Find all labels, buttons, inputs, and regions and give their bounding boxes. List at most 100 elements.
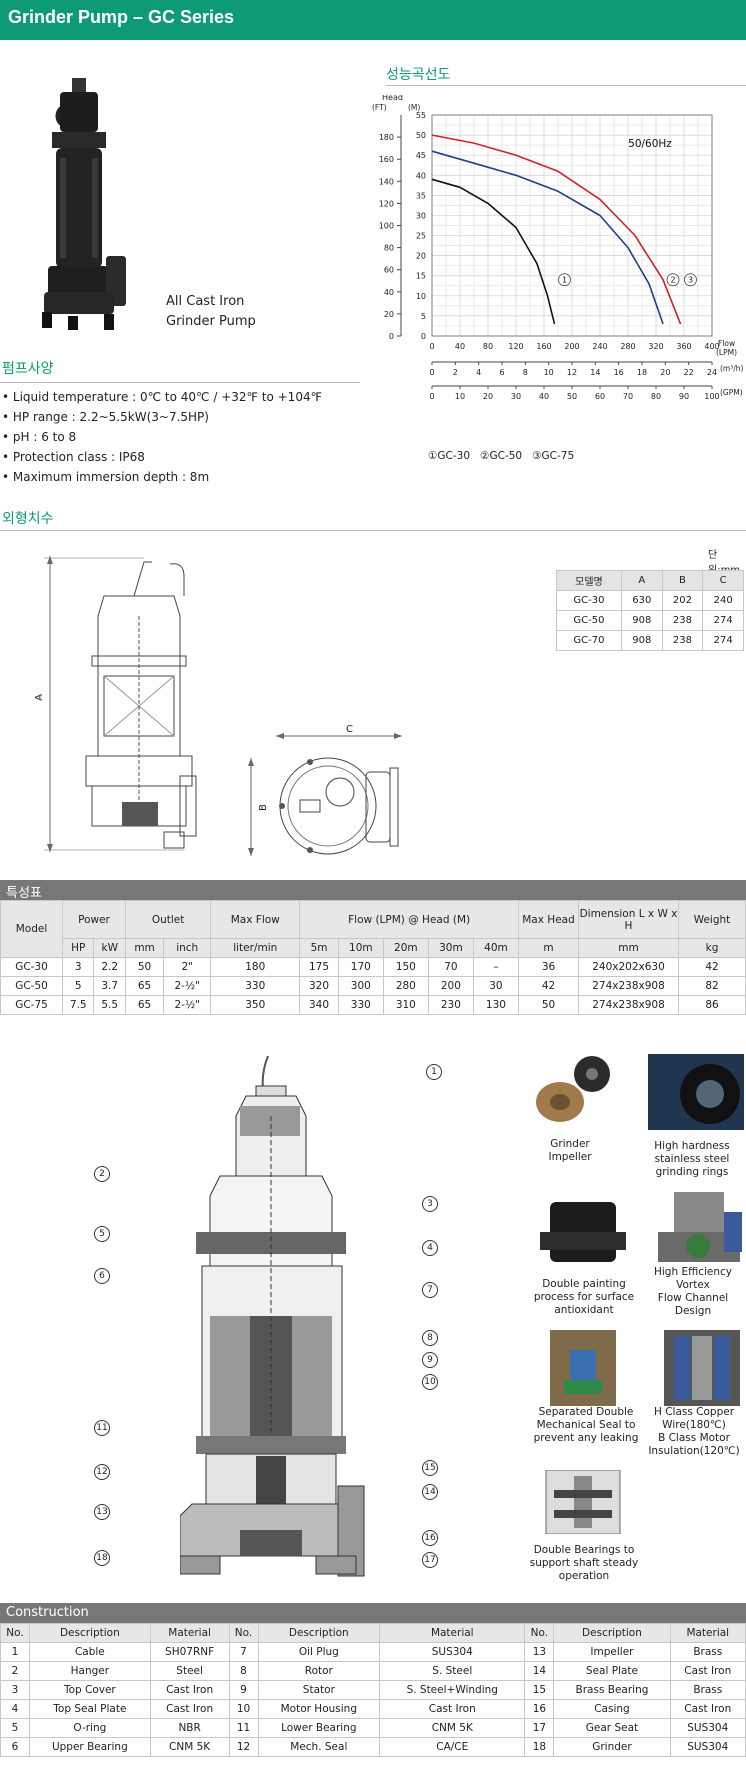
specs-section-title: 펌프사양	[2, 361, 54, 377]
callout-marker: 2	[94, 1166, 110, 1182]
construction-cell: CNM 5K	[149, 1737, 230, 1757]
construction-cell: Top Cover	[28, 1680, 151, 1700]
y-tick-label-ft: 80	[384, 244, 394, 253]
y-tick-label-m: 35	[416, 191, 426, 200]
feature-image-grinder-impeller	[536, 1056, 610, 1122]
chart-legend: ①GC-30 ②GC-50 ③GC-75	[428, 450, 574, 462]
y-tick-label-ft: 160	[379, 155, 394, 164]
legend-gc75: ③GC-75	[532, 450, 575, 462]
spec-head-dimension: Dimension L x W x H	[578, 900, 679, 939]
spec-cell: GC-50	[0, 976, 63, 996]
spec-sub-hp: HP	[61, 938, 95, 958]
construction-cell: Brass	[669, 1642, 746, 1662]
spec-temperature: • Liquid temperature : 0℃ to 40℃ / +32℉ …	[2, 390, 323, 404]
y-tick-label-ft: 40	[384, 288, 394, 297]
callout-marker: 14	[422, 1484, 438, 1500]
dim-cell: 908	[620, 610, 663, 631]
spec-ph: • pH : 6 to 8	[2, 430, 77, 444]
y-tick-label-m: 45	[416, 151, 426, 160]
x-tick-label-gpm: 100	[704, 392, 719, 401]
spec-cell: 230	[427, 995, 474, 1015]
y-tick-label-ft: 60	[384, 266, 394, 275]
construction-header: No.	[228, 1623, 259, 1643]
construction-cell: Mech. Seal	[257, 1737, 381, 1757]
construction-header: Description	[553, 1623, 671, 1643]
spec-table-band: 특성표	[0, 880, 746, 901]
y-tick-label-m: 10	[416, 292, 426, 301]
x-tick-label-m3h: 8	[523, 368, 528, 377]
dim-header-b: B	[661, 570, 704, 591]
feature-image-copper-wire	[664, 1330, 740, 1406]
series-marker-3	[684, 273, 697, 287]
chart-annotation: 50/60Hz	[628, 138, 672, 150]
x-unit-lpm: (LPM)	[716, 348, 737, 357]
spec-cell: 5	[61, 976, 95, 996]
x-tick-label-lpm: 280	[620, 342, 635, 351]
callout-marker: 17	[422, 1552, 438, 1568]
construction-header: Material	[379, 1623, 526, 1643]
y-tick-label-m: 55	[416, 111, 426, 120]
y-tick-label-m: 25	[416, 232, 426, 241]
construction-cell: SUS304	[379, 1642, 526, 1662]
construction-cell: 7	[228, 1642, 259, 1662]
construction-cell: 4	[0, 1699, 30, 1719]
construction-cell: 8	[228, 1661, 259, 1681]
construction-cell: CA/CE	[379, 1737, 526, 1757]
spec-cell: 36	[518, 957, 579, 977]
construction-cell: 13	[524, 1642, 555, 1662]
callout-marker: 13	[94, 1504, 110, 1520]
construction-cell: Brass	[669, 1680, 746, 1700]
product-caption-line2: Grinder Pump	[166, 314, 256, 329]
x-tick-label-m3h: 4	[476, 368, 481, 377]
y-tick-label-m: 20	[416, 252, 426, 261]
construction-header: Description	[28, 1623, 151, 1643]
callout-marker: 6	[94, 1268, 110, 1284]
x-tick-label-lpm: 120	[508, 342, 523, 351]
callout-marker: 8	[422, 1330, 438, 1346]
spec-cell: 42	[678, 957, 746, 977]
spec-sub-10m: 10m	[337, 938, 384, 958]
series-marker-1	[558, 273, 571, 287]
spec-sub-mm: mm	[124, 938, 165, 958]
construction-cell: Grinder	[553, 1737, 671, 1757]
y-tick-label-m: 50	[416, 131, 426, 140]
x-tick-label-lpm: 40	[455, 342, 465, 351]
construction-cell: 15	[524, 1680, 555, 1700]
x-tick-label-m3h: 6	[499, 368, 504, 377]
x-tick-label-m3h: 24	[707, 368, 717, 377]
spec-cell: 65	[124, 995, 165, 1015]
spec-hp-range: • HP range : 2.2~5.5kW(3~7.5HP)	[2, 410, 209, 424]
spec-cell: 5.5	[93, 995, 126, 1015]
construction-header: No.	[524, 1623, 555, 1643]
construction-cell: Cast Iron	[149, 1699, 230, 1719]
construction-cell: O-ring	[28, 1718, 151, 1738]
dim-cell: 240	[702, 590, 744, 611]
series-label-2: 2	[670, 276, 675, 285]
title-bar: Grinder Pump – GC Series	[0, 0, 746, 40]
y-tick-label-m: 40	[416, 171, 426, 180]
y-tick-label-ft: 0	[389, 332, 394, 341]
x-tick-label-gpm: 30	[511, 392, 521, 401]
series-label-3: 3	[688, 276, 693, 285]
spec-sub-inch: inch	[163, 938, 212, 958]
spec-sub-kg: kg	[678, 938, 746, 958]
x-tick-label-m3h: 22	[684, 368, 694, 377]
construction-cell: Cast Iron	[379, 1699, 526, 1719]
spec-sub-20m: 20m	[382, 938, 429, 958]
spec-cell: GC-30	[0, 957, 63, 977]
x-tick-label-m3h: 20	[660, 368, 670, 377]
spec-cell: 2.2	[93, 957, 126, 977]
dim-header-a: A	[620, 570, 663, 591]
spec-cell: 180	[210, 957, 301, 977]
construction-cell: Rotor	[257, 1661, 381, 1681]
dim-header-model: 모델명	[556, 570, 622, 591]
